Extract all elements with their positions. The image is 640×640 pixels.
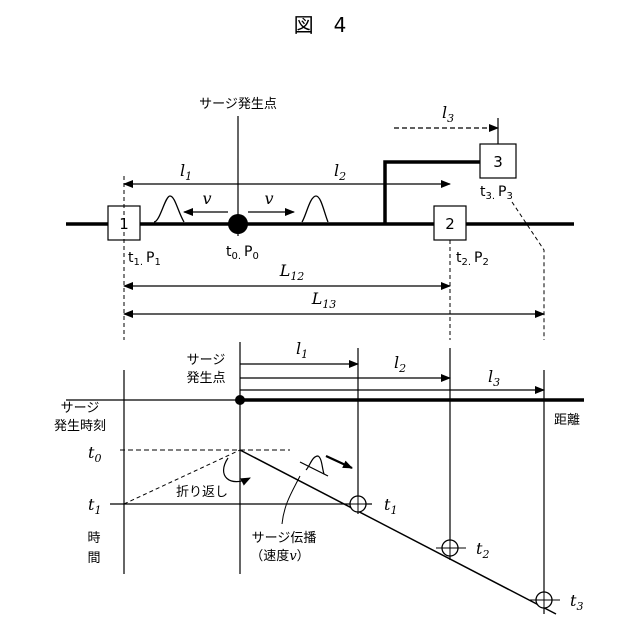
node-1-id: 1 [119, 215, 129, 233]
L13-label: L13 [311, 289, 337, 311]
origin-label: t0.P0 [226, 244, 259, 262]
velocity-label-left: v [202, 189, 211, 208]
surge-origin-label: サージ発生点 [199, 97, 277, 112]
velocity-label-right: v [264, 189, 273, 208]
bottom-l2-label: l2 [394, 353, 406, 375]
network-diagram: サージ発生点 1 2 3 v v t1.P1 t0.P0 t2.P2 t3.P3 [66, 97, 574, 340]
t2-label: t2 [476, 539, 489, 561]
surge-time-label-1: サージ [61, 401, 100, 416]
bottom-l3-label: l3 [488, 367, 500, 389]
bottom-l1-label: l1 [296, 339, 308, 361]
figure-title: 図 4 [294, 13, 347, 37]
time-distance-diagram: サージ 発生時刻 時 間 サージ 発生点 距離 l1 l2 l3 t0 t1 折… [54, 339, 584, 614]
surge-origin-label-2: 発生点 [186, 371, 225, 386]
l2-label: l2 [334, 161, 346, 183]
reflection-label: 折り返し [176, 485, 228, 500]
propagation-label-2: （速度v） [250, 548, 309, 564]
surge-time-label-2: 発生時刻 [54, 419, 106, 434]
surge-pulse-right [302, 196, 328, 222]
L12-label: L12 [279, 261, 305, 283]
t1-label: t1 [88, 495, 101, 517]
node-3-id: 3 [493, 153, 503, 171]
time-axis-label-2: 間 [87, 551, 100, 566]
node-1-label: t1.P1 [128, 250, 161, 268]
l1-label: l1 [180, 161, 192, 183]
node-2-id: 2 [445, 215, 455, 233]
l3-label: l3 [442, 103, 454, 125]
node-3-label: t3.P3 [480, 184, 513, 202]
reflection-curve-arrow [224, 458, 250, 482]
t3-label: t3 [570, 591, 583, 613]
surge-pulse-left [154, 196, 184, 222]
t1-right-label: t1 [384, 495, 397, 517]
surge-origin-label-1: サージ [187, 353, 226, 368]
propagation-direction-arrow [326, 456, 352, 468]
distance-axis-label: 距離 [554, 413, 580, 428]
propagation-pulse [306, 456, 324, 474]
propagation-label-1: サージ伝播 [252, 531, 317, 546]
node-2-label: t2.P2 [456, 250, 489, 268]
time-axis-label-1: 時 [87, 531, 100, 546]
t0-label: t0 [88, 443, 101, 465]
propagation-leader [282, 476, 300, 524]
surge-origin-point [235, 395, 245, 405]
surge-origin-dot [228, 214, 248, 234]
